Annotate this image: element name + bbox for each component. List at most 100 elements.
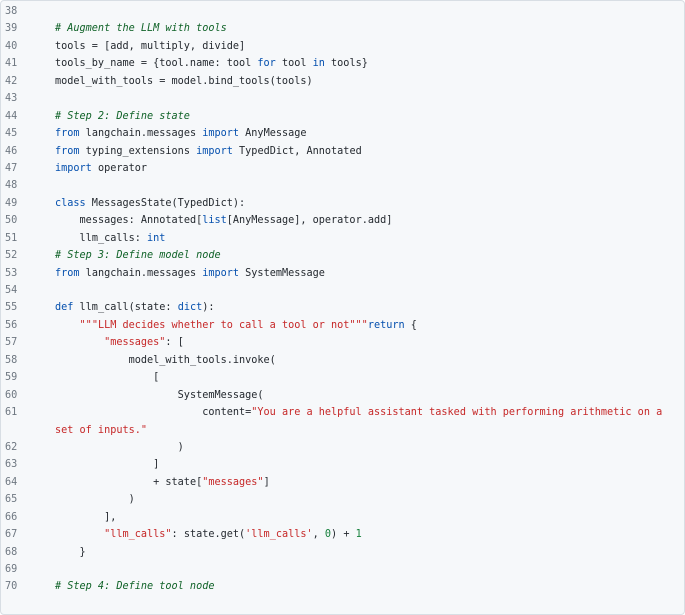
code-text: model_with_tools.invoke( <box>35 352 684 369</box>
line-number-text: 63 <box>5 459 18 471</box>
line-number: 61 <box>1 404 35 439</box>
code-token: 'llm_calls' <box>245 529 313 541</box>
code-token: int <box>147 232 166 244</box>
line-number: 70 <box>1 578 35 595</box>
code-token: tools = [add, multiply, divide] <box>55 40 246 52</box>
line-number: 51 <box>1 230 35 247</box>
line-number-text: 68 <box>5 546 18 558</box>
code-text: ] <box>35 456 684 473</box>
code-token: # Augment the LLM with tools <box>55 23 227 35</box>
line-number: 59 <box>1 369 35 386</box>
code-text: # Step 3: Define model node <box>35 247 684 264</box>
code-token: ): <box>202 302 215 314</box>
code-token: tools_by_name = {tool.name: tool <box>55 58 258 70</box>
code-text: } <box>35 544 684 561</box>
code-token: # Step 3: Define model node <box>55 250 221 262</box>
line-number-text: 42 <box>5 75 18 87</box>
line-number: 47 <box>1 160 35 177</box>
code-line: 59 [ <box>1 369 684 386</box>
line-number: 57 <box>1 334 35 351</box>
code-text: ) <box>35 491 684 508</box>
code-text: tools = [add, multiply, divide] <box>35 38 684 55</box>
code-token: typing_extensions <box>79 145 197 157</box>
code-line: 50 messages: Annotated[list[AnyMessage],… <box>1 212 684 229</box>
code-token: SystemMessage( <box>55 389 264 401</box>
code-token: from <box>55 267 80 279</box>
code-text: """LLM decides whether to call a tool or… <box>35 317 684 334</box>
code-text: ) <box>35 439 684 456</box>
code-token: # Step 2: Define state <box>55 110 190 122</box>
code-token: langchain.messages <box>79 267 203 279</box>
code-line: 56 """LLM decides whether to call a tool… <box>1 317 684 334</box>
line-number-text: 44 <box>5 110 18 122</box>
code-token <box>55 320 80 331</box>
line-number: 68 <box>1 544 35 561</box>
code-token: "messages" <box>104 337 166 349</box>
code-text: from langchain.messages import SystemMes… <box>35 265 684 282</box>
line-number: 60 <box>1 387 35 404</box>
code-token: return <box>367 319 405 331</box>
code-token: [AnyMessage], operator.add] <box>226 215 393 227</box>
line-number-text: 46 <box>5 145 18 157</box>
line-number: 67 <box>1 526 35 543</box>
code-token: ) <box>55 494 135 506</box>
line-number-text: 66 <box>5 511 18 523</box>
line-number: 40 <box>1 38 35 55</box>
code-text: "llm_calls": state.get('llm_calls', 0) +… <box>35 526 684 543</box>
code-token: content= <box>55 407 252 419</box>
code-text: + state["messages"] <box>35 474 684 491</box>
code-token: # Step 4: Define tool node <box>55 581 215 593</box>
code-token <box>55 337 104 348</box>
code-token: ] <box>263 476 270 488</box>
code-token: ], <box>55 511 117 523</box>
line-number-text: 51 <box>5 232 18 244</box>
code-line: 64 + state["messages"] <box>1 474 684 491</box>
code-token: SystemMessage <box>239 267 325 279</box>
line-number: 56 <box>1 317 35 334</box>
code-token: from <box>55 145 80 157</box>
code-token: class <box>55 197 86 209</box>
code-token: tool <box>275 58 313 70</box>
code-token: } <box>55 546 86 558</box>
line-number-text: 64 <box>5 476 18 488</box>
line-number: 48 <box>1 177 35 194</box>
code-line: 39# Augment the LLM with tools <box>1 20 684 37</box>
line-number: 46 <box>1 143 35 160</box>
line-number: 66 <box>1 509 35 526</box>
code-line: 61 content="You are a helpful assistant … <box>1 404 684 439</box>
code-text <box>35 90 684 107</box>
code-token: dict <box>177 302 203 314</box>
code-line: 46 from typing_extensions import TypedDic… <box>1 143 684 160</box>
line-number: 63 <box>1 456 35 473</box>
code-line: 40 tools = [add, multiply, divide] <box>1 38 684 55</box>
code-token: messages: Annotated[ <box>55 215 203 227</box>
line-number: 58 <box>1 352 35 369</box>
code-token: : state.get( <box>171 529 246 541</box>
code-token: in <box>312 58 325 70</box>
code-text: [ <box>35 369 684 386</box>
code-text: SystemMessage( <box>35 387 684 404</box>
code-text <box>35 282 684 299</box>
line-number-text: 58 <box>5 354 18 366</box>
code-line: 57 "messages": [ <box>1 334 684 351</box>
code-token: def <box>55 302 74 314</box>
code-text <box>35 177 684 194</box>
code-token: [ <box>55 372 160 384</box>
code-line: 54 <box>1 282 684 299</box>
code-token: llm_calls: <box>55 232 148 244</box>
line-number-text: 38 <box>5 6 18 17</box>
line-number: 54 <box>1 282 35 299</box>
code-token: + state[ <box>55 476 203 488</box>
line-number-text: 52 <box>5 250 18 262</box>
code-text: "messages": [ <box>35 334 684 351</box>
line-number: 43 <box>1 90 35 107</box>
code-line: 51 llm_calls: int <box>1 230 684 247</box>
line-number: 65 <box>1 491 35 508</box>
code-text: from typing_extensions import TypedDict,… <box>35 143 684 160</box>
code-text: messages: Annotated[list[AnyMessage], op… <box>35 212 684 229</box>
line-number-text: 56 <box>5 319 18 331</box>
code-token: TypedDict, Annotated <box>232 145 362 157</box>
